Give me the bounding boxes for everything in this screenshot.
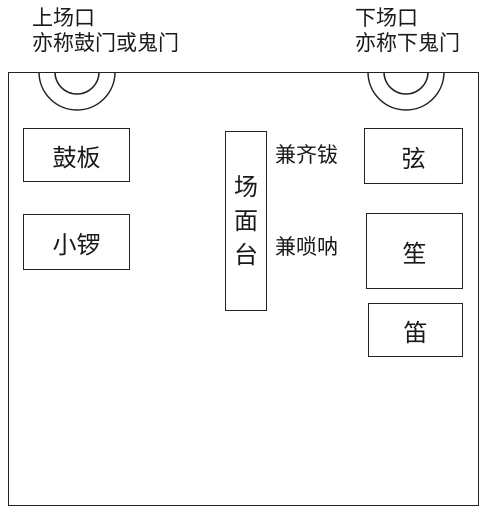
- platform-char-3: 台: [234, 241, 258, 269]
- drum-board-label: 鼓板: [52, 143, 101, 172]
- cymbals-note: 兼齐钹: [275, 143, 338, 167]
- sheng-label: 笙: [402, 239, 427, 268]
- di-label: 笛: [403, 318, 428, 347]
- xian-box: 弦: [364, 128, 463, 184]
- suona-note: 兼唢呐: [275, 235, 338, 259]
- xian-label: 弦: [401, 144, 426, 173]
- stage-frame: [8, 72, 479, 506]
- sheng-box: 笙: [366, 213, 463, 289]
- upper-entrance-label: 上场口 亦称鼓门或鬼门: [32, 6, 179, 56]
- lower-entrance-label: 下场口 亦称下鬼门: [355, 6, 460, 56]
- upper-entrance-arc: [38, 72, 116, 111]
- lower-entrance-arc: [367, 72, 445, 111]
- small-gong-box: 小锣: [23, 214, 130, 270]
- music-platform: 场 面 台: [225, 131, 267, 311]
- small-gong-label: 小锣: [52, 230, 101, 259]
- upper-entrance-title: 上场口: [32, 6, 95, 30]
- lower-entrance-title: 下场口: [355, 6, 418, 30]
- platform-char-1: 场: [234, 173, 258, 201]
- platform-char-2: 面: [234, 207, 258, 235]
- drum-board-box: 鼓板: [23, 128, 130, 182]
- lower-entrance-note: 亦称下鬼门: [355, 31, 460, 55]
- upper-entrance-note: 亦称鼓门或鬼门: [32, 31, 179, 55]
- di-box: 笛: [368, 303, 463, 357]
